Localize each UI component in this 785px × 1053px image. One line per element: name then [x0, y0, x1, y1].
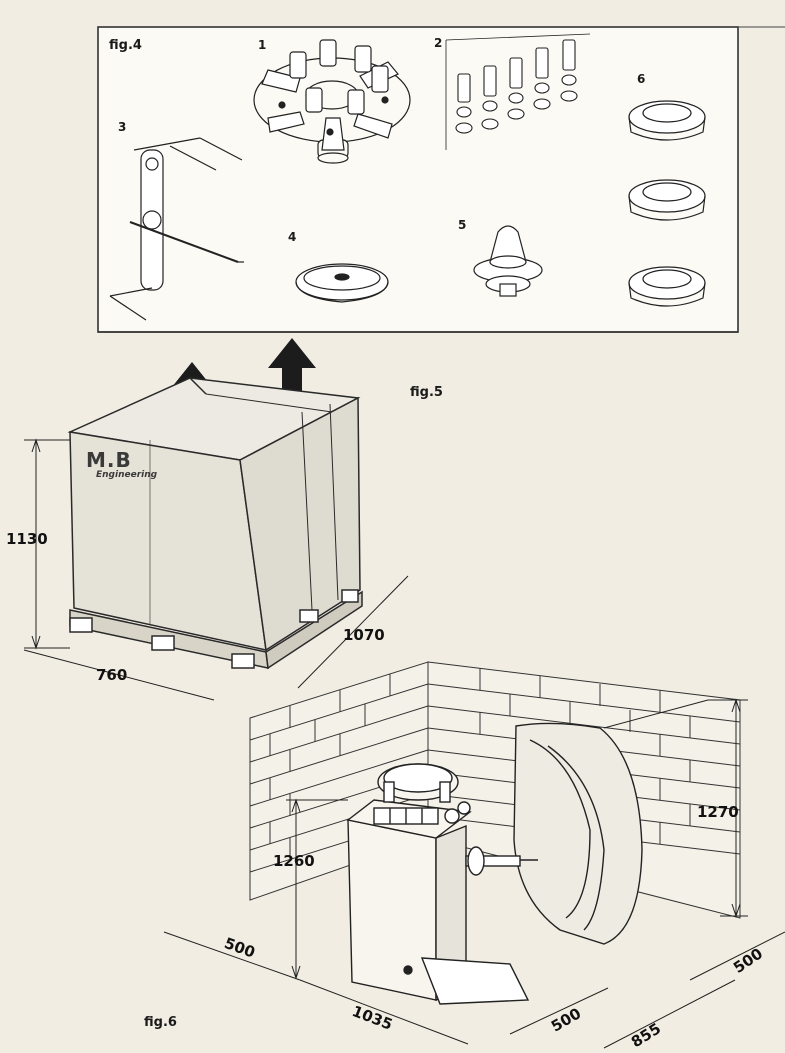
part-4-pressure-cup — [295, 263, 389, 303]
crate-height-dim: 1130 — [6, 530, 48, 548]
part-3-gauge-arm — [109, 137, 244, 321]
shipping-crate — [67, 377, 363, 670]
crate-dimension-lines — [23, 438, 409, 701]
part-3-number: 3 — [118, 120, 127, 134]
part-5-cone — [473, 225, 543, 297]
part-4-number: 4 — [288, 230, 297, 244]
fig4-label: fig.4 — [109, 38, 142, 53]
logo-subtext: Engineering — [96, 470, 158, 480]
wheel-guard — [513, 722, 643, 945]
fig6-label: fig.6 — [144, 1015, 177, 1030]
machine-dimension-lines — [163, 698, 785, 1049]
crate-depth-dim: 1070 — [343, 626, 385, 644]
crate-width-dim: 760 — [96, 666, 128, 684]
fig5-label: fig.5 — [410, 385, 443, 400]
part-1-universal-flange — [253, 39, 411, 164]
room-walls — [249, 661, 741, 919]
machine-height-dim: 1260 — [273, 852, 315, 870]
part-2-number: 2 — [434, 36, 443, 50]
crate-logo: M.B Engineering — [72, 448, 170, 488]
part-2-studs-set — [445, 33, 591, 150]
logo-text: M.B — [86, 448, 132, 472]
part-6-number: 6 — [637, 72, 646, 86]
part-1-number: 1 — [258, 38, 267, 52]
guard-height-dim: 1270 — [697, 803, 739, 821]
part-6-rings — [628, 100, 706, 307]
part-5-number: 5 — [458, 218, 467, 232]
wheel-balancer — [346, 763, 538, 1005]
